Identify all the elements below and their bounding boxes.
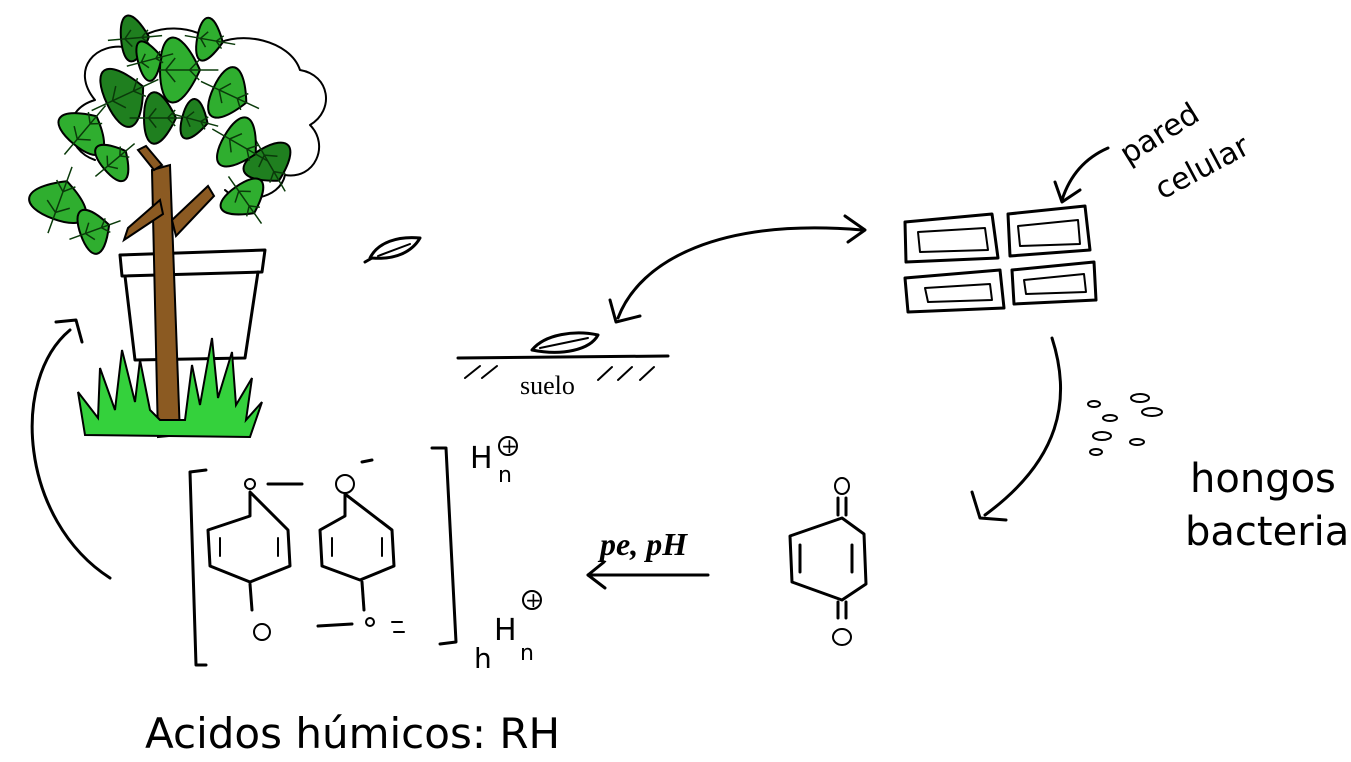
tree-leaf — [126, 40, 174, 82]
soil-surface: suelo — [456, 331, 670, 400]
reaction-conditions-label: pe, pH — [597, 526, 688, 562]
microbe-dots-icon — [1087, 393, 1163, 456]
falling-leaf-icon — [363, 236, 422, 264]
tree-leaf — [184, 17, 236, 62]
uptake-arrow — [30, 318, 112, 580]
proton-label-top: H n + — [470, 434, 518, 488]
tree-leaf — [171, 98, 219, 140]
tree-leaf — [211, 116, 269, 168]
tree-leaf — [242, 138, 292, 192]
tree-leaf — [200, 66, 260, 119]
proton-top-charge: + — [501, 434, 518, 458]
decomposition-arrow — [970, 336, 1063, 522]
plant-cells-icon — [903, 146, 1110, 314]
tree-leaf — [94, 142, 136, 183]
microbes-label-bacteria: bacteria — [1185, 509, 1349, 555]
proton-bottom-prefix: h — [474, 642, 492, 675]
tree-leaf — [91, 67, 159, 128]
tree-leaf — [219, 175, 265, 225]
proton-top-symbol: H — [470, 441, 493, 476]
soil-label: suelo — [520, 371, 575, 400]
proton-top-subscript: n — [498, 463, 512, 488]
cell-wall-label: pared celular — [1114, 96, 1256, 207]
tree-leaf — [57, 105, 107, 156]
humic-acids-caption: Acidos húmicos: RH — [145, 709, 560, 758]
microbes-label-fungi: hongos — [1190, 456, 1336, 502]
proton-bottom-symbol: H — [494, 613, 517, 648]
humic-structure — [188, 446, 458, 667]
reaction-arrow — [586, 560, 710, 590]
tree-leaf — [69, 208, 121, 255]
tree-leaf — [141, 36, 219, 104]
proton-bottom-charge: + — [525, 588, 542, 612]
grass-tuft — [77, 337, 263, 439]
quinone-structure — [788, 477, 868, 646]
proton-bottom-subscript: n — [520, 641, 534, 666]
proton-label-bottom: h H n + — [474, 588, 542, 675]
tree-leaf — [129, 91, 191, 145]
potted-tree-icon — [28, 14, 327, 439]
soil-cell-exchange-arrow — [608, 214, 867, 324]
